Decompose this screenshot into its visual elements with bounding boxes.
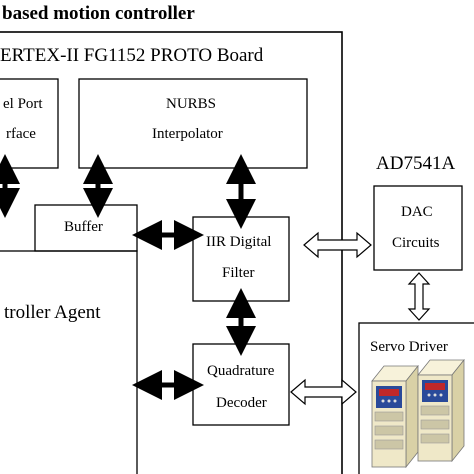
- servo-driver-box: [358, 322, 474, 474]
- nurbs-label-1: NURBS: [166, 96, 217, 112]
- controller-agent-box: [0, 250, 138, 474]
- dac-label-2: Circuits: [392, 235, 440, 251]
- dac-label-1: DAC: [401, 204, 433, 220]
- quadrature-box: [192, 343, 290, 426]
- parallel-port-label-1: el Port: [3, 96, 43, 112]
- quadrature-label-1: Quadrature: [207, 363, 275, 379]
- ad7541a-label: AD7541A: [376, 153, 456, 174]
- iir-label-2: Filter: [222, 265, 255, 281]
- quadrature-label-2: Decoder: [216, 395, 267, 411]
- fpga-board-outline: [0, 31, 343, 474]
- parallel-port-box: [0, 78, 59, 169]
- iir-box: [192, 216, 290, 302]
- nurbs-box: [78, 78, 308, 169]
- hollow-arrow-quadrature-servo: [290, 378, 357, 406]
- buffer-label: Buffer: [64, 219, 103, 235]
- dac-box: [373, 185, 463, 271]
- servo-driver-unit-1: [371, 364, 419, 469]
- diagram-title: based motion controller: [2, 3, 195, 24]
- nurbs-label-2: Interpolator: [152, 126, 223, 142]
- servo-driver-unit-2: [417, 358, 465, 463]
- hollow-arrow-iir-dac: [303, 231, 372, 259]
- parallel-port-label-2: rface: [6, 126, 36, 142]
- iir-label-1: IIR Digital: [206, 234, 272, 250]
- controller-agent-label: troller Agent: [4, 302, 101, 323]
- board-label: ERTEX-II FG1152 PROTO Board: [0, 45, 264, 66]
- hollow-arrow-dac-servo: [407, 272, 431, 321]
- servo-driver-label: Servo Driver: [370, 339, 448, 355]
